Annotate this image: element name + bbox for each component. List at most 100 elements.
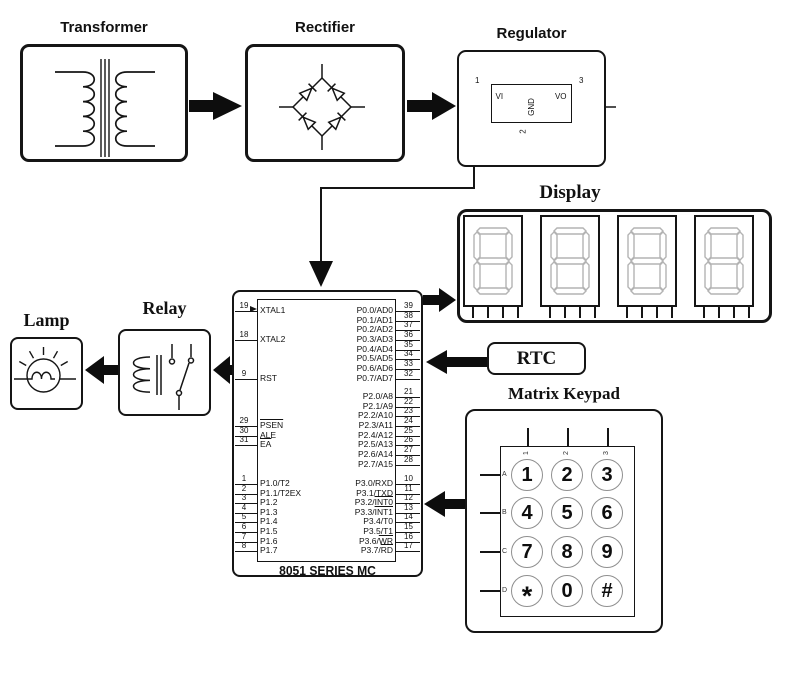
mcu-left-pin-line [235,541,257,543]
relay-symbol [132,344,195,410]
keypad-row-line [480,590,500,592]
display-digit-pin [579,307,581,318]
mcu-pin-label: P1.6 [260,535,278,546]
mcu-left-pin-line [235,512,257,514]
regulator-pin2-number: 2 [518,129,528,134]
keypad-row-label: B [502,509,507,516]
mcu-left-pin-line [235,550,257,552]
keypad-title: Matrix Keypad [508,384,620,403]
mcu-right-pin-line [396,454,420,456]
mcu-right-pin-number: 36 [404,330,413,339]
mcu-right-pin-line [396,521,420,523]
display-title: Display [539,182,601,203]
mcu-right-pin-line [396,378,420,380]
mcu-pin-label: P2.2/A10 [358,409,393,420]
rectifier-title: Rectifier [294,19,356,36]
keypad-key-0: 0 [551,575,583,607]
mcu-pin-label: P2.6/A14 [358,448,393,459]
transformer-box [20,44,188,162]
mcu-pin-label: P0.5/AD5 [356,352,393,363]
display-digit-pin [594,307,596,318]
keypad-row-line [480,512,500,514]
keypad-column-line [527,428,529,446]
mcu-pin-label: P3.4/T0 [363,515,393,526]
mcu-right-pin-number: 33 [404,359,413,368]
mcu-pin-label: P2.0/A8 [362,390,393,401]
mcu-right-pin-line [396,358,420,360]
lamp-symbol [14,347,76,393]
mcu-right-pin-number: 38 [404,311,413,320]
mcu-pin-label: XTAL2 [260,333,286,344]
keypad-key-9: 9 [591,536,623,568]
mcu-right-pin-number: 27 [404,445,413,454]
mcu-pin-label: P3.1/TXD [356,487,393,498]
regulator-pin3-number: 3 [579,76,584,85]
mcu-pin-label: P0.3/AD3 [356,333,393,344]
mcu-left-pin-number: 4 [241,503,247,512]
mcu-right-pin-number: 37 [404,320,413,329]
mcu-right-pin-number: 39 [404,301,413,310]
mcu-left-pin-number: 8 [241,541,247,550]
keypad-key-glyph: 3 [601,463,613,486]
display-digit-pin [487,307,489,318]
lamp-title: Lamp [23,310,70,330]
mcu-left-pin-line [235,339,257,341]
mcu-pin-label: P3.0/RXD [355,477,393,488]
regulator-ic: VI VO GND [490,83,572,123]
mcu-left-pin-number: 3 [241,493,247,502]
display-digit-pin [472,307,474,318]
mcu-left-pin-line [235,493,257,495]
transformer-symbol [55,59,155,157]
mcu-right-pin-line [396,396,420,398]
mcu-right-pin-line [396,464,420,466]
mcu-right-pin-number: 22 [404,397,413,406]
mcu-left-pin-line [235,425,257,427]
display-digit [617,215,677,307]
keypad-key-glyph: 1 [521,463,533,486]
arrowhead-power-to-mcu [309,261,333,287]
mcu-right-pin-line [396,415,420,417]
mcu-left-pin-number: 1 [241,474,247,483]
mcu-pin-label: EA [260,438,272,449]
display-digit [694,215,754,307]
transformer-title: Transformer [60,19,148,36]
mcu-pin-label: P2.1/A9 [362,400,393,411]
mcu-left-pin-line [235,378,257,380]
mcu-right-pin-line [396,425,420,427]
mcu-pin-label: P3.5/T1 [363,525,393,536]
regulator-pin1-number: 1 [475,76,480,85]
xtal1-arrowhead [250,305,257,312]
mcu-pin-label: PSEN [260,419,284,430]
mcu-left-pin-number: 29 [239,416,249,425]
mcu-pin-label: P0.6/AD6 [356,362,393,373]
mcu-pin-label: ALE [260,429,277,440]
mcu-right-pin-number: 12 [404,493,413,502]
mcu-pin-label: P3.6/WR [358,535,393,546]
mcu-right-pin-line [396,329,420,331]
arrow-mcu-to-display [423,288,456,312]
mcu-right-pin-number: 11 [404,484,413,493]
mcu-right-pin-line [396,512,420,514]
mcu-left-pin-number: 30 [239,426,249,435]
mcu-pin-label: P1.2 [260,496,278,507]
mcu-right-pin-number: 13 [404,503,413,512]
keypad-column-line [607,428,609,446]
keypad-key-glyph: 8 [561,540,573,563]
display-digit-pin [641,307,643,318]
mcu-right-pin-number: 23 [404,406,413,415]
display-digit-pin [733,307,735,318]
mcu-pin-label: P3.3/INT1 [354,506,393,517]
mcu-right-pin-line [396,444,420,446]
seven-segment-glyph [704,227,744,295]
relay-box [118,329,211,416]
display-digit-pin [564,307,566,318]
mcu-right-pin-number: 21 [404,387,413,396]
mcu-right-pin-number: 14 [404,512,413,521]
seven-segment-glyph [627,227,667,295]
mcu-left-pin-number: 9 [241,369,247,378]
mcu-pin-label: P0.7/AD7 [356,372,393,383]
mcu-pin-label: P3.2/INT0 [354,496,393,507]
display-digit-pin [626,307,628,318]
display-digit [463,215,523,307]
display-digit-pin [549,307,551,318]
